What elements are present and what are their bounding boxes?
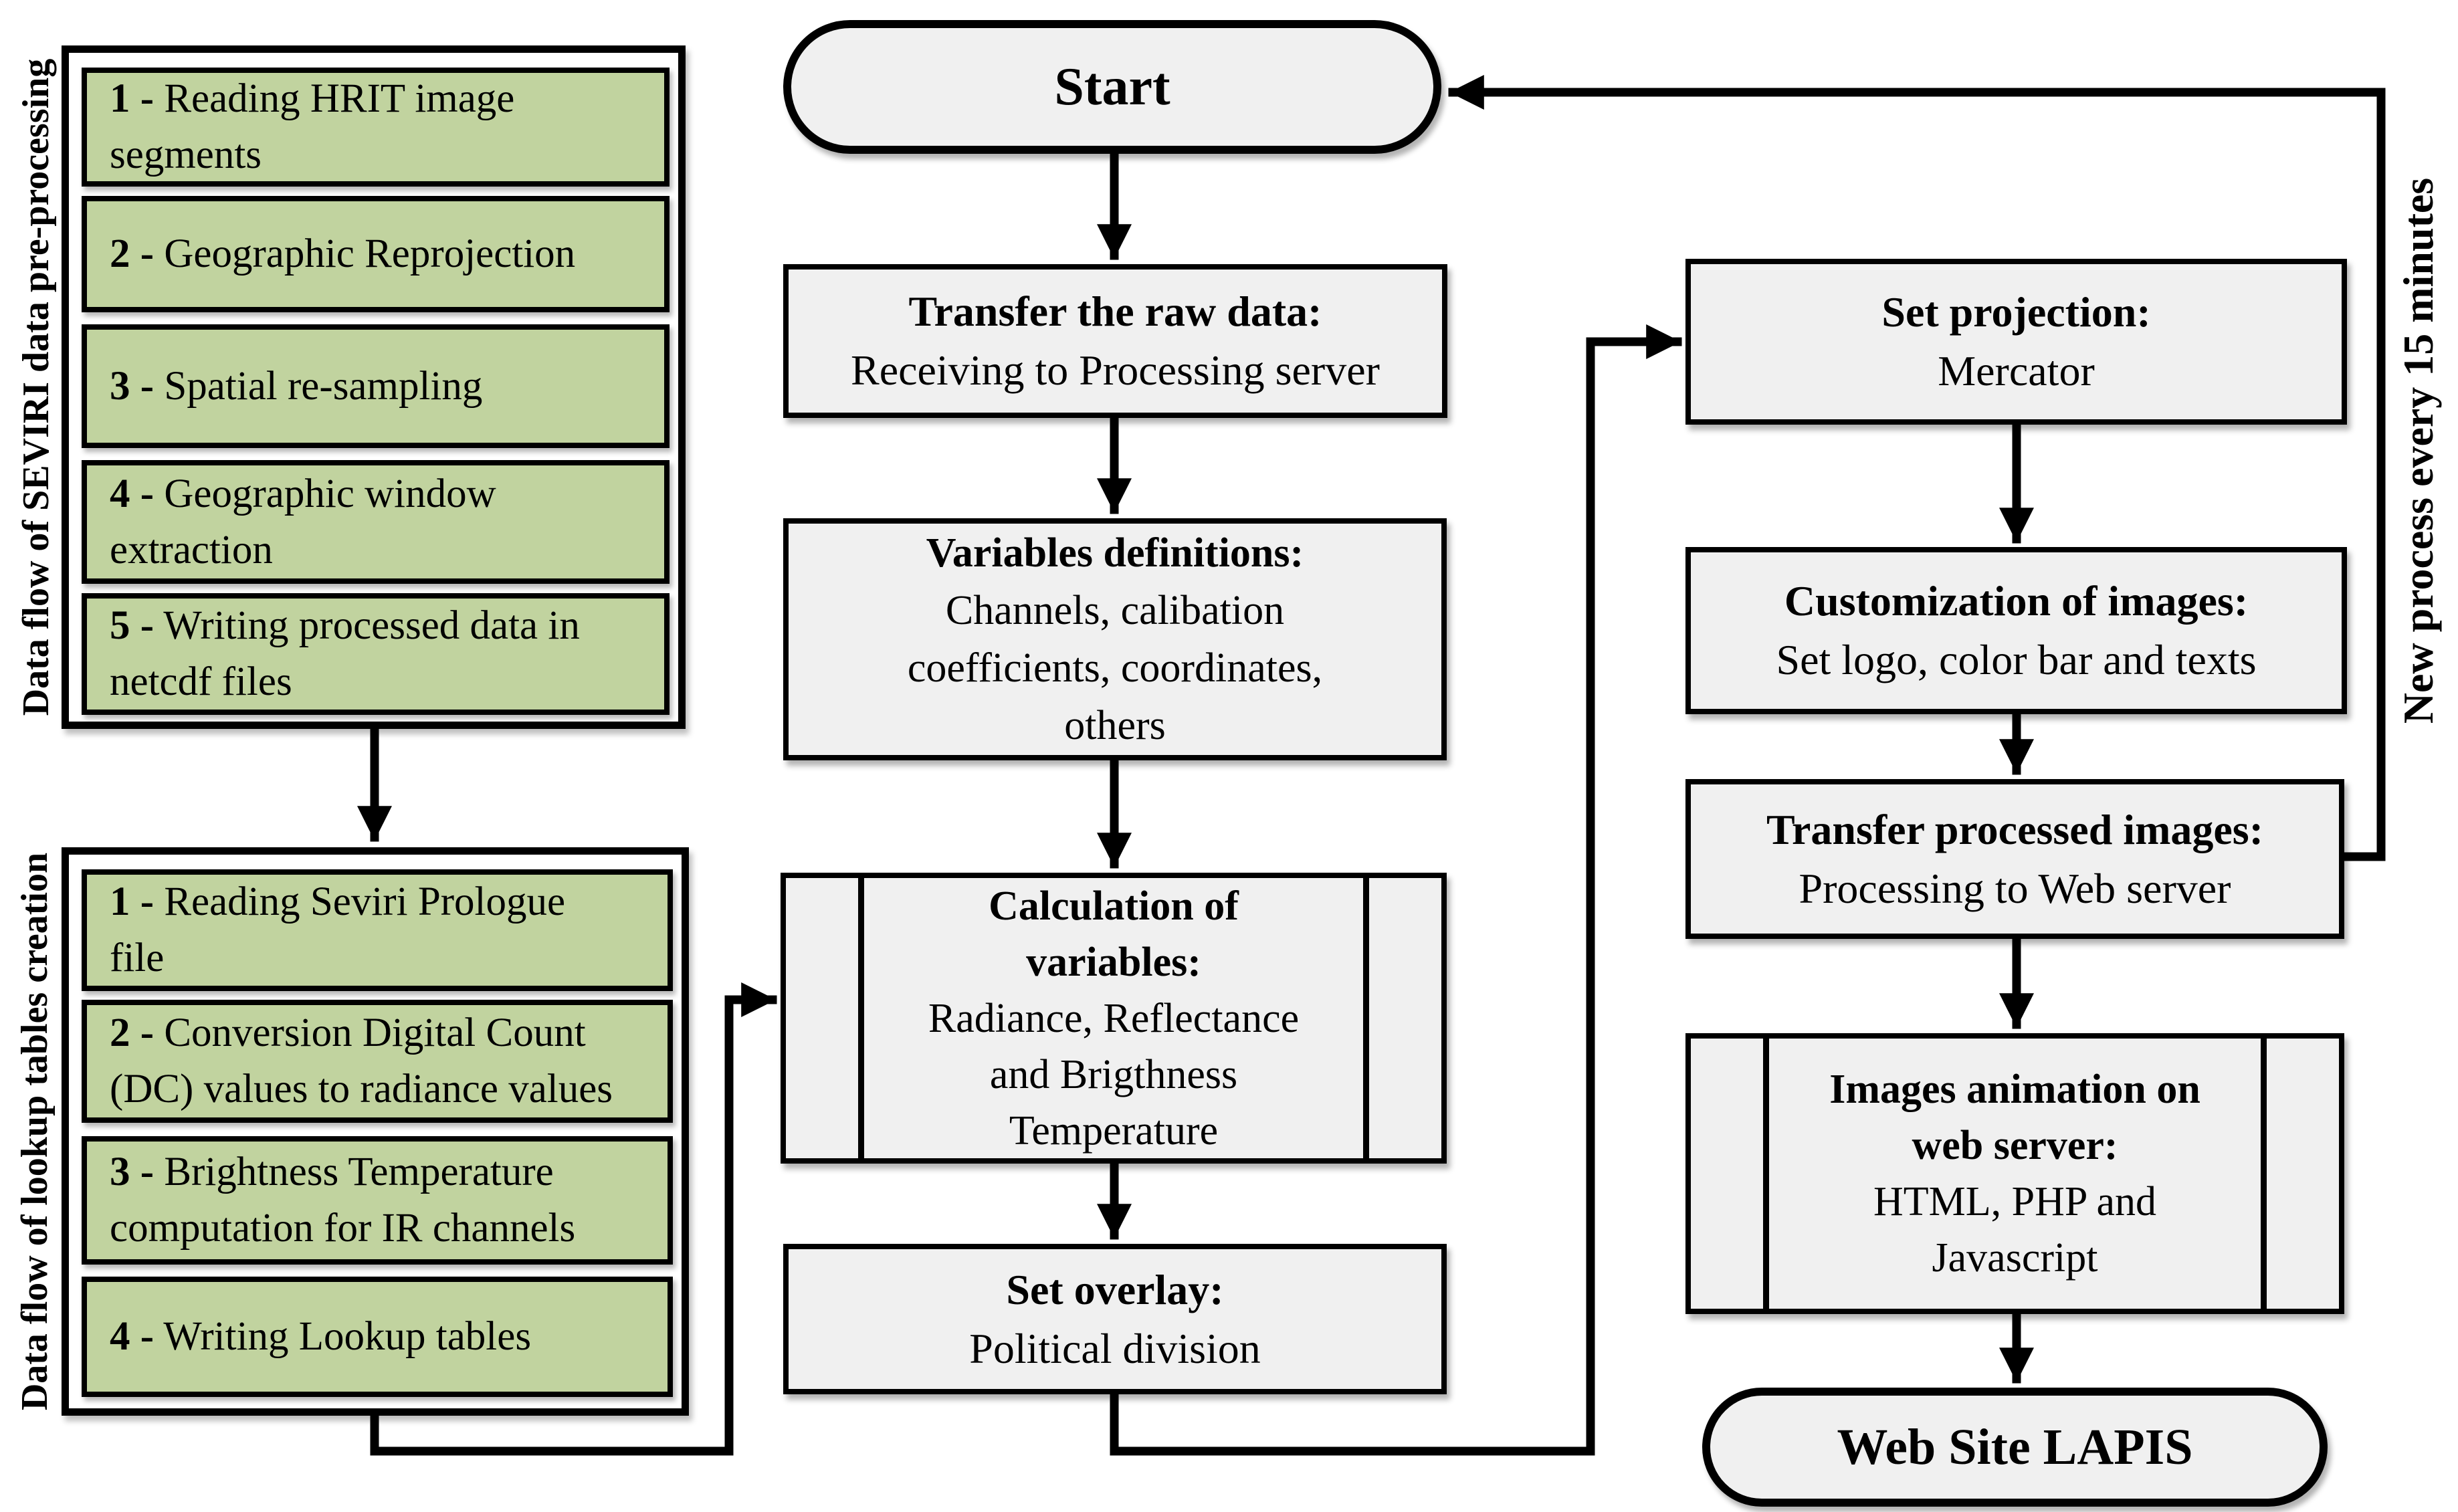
images-animation-box: Images animation on web server: HTML, PH…: [1685, 1033, 2344, 1314]
web-site-lapis-node: Web Site LAPIS: [1702, 1388, 2328, 1507]
list-item-spatial-resampling: 3 - Spatial re-sampling: [82, 324, 670, 448]
loop-interval-label: New process every 15 minutes: [2394, 177, 2442, 724]
transfer-raw-data-box: Transfer the raw data: Receiving to Proc…: [783, 264, 1447, 418]
edge-lookup-to-calculation-arrow: [370, 982, 777, 1456]
predefined-process-right-bar: [2261, 1039, 2267, 1309]
edge-set-overlay-to-set-projection-arrow: [1110, 324, 1682, 1456]
predefined-process-right-bar: [1363, 878, 1369, 1158]
edge-loop-to-start-arrow: [1448, 75, 2386, 861]
predefined-process-left-bar: [858, 878, 864, 1158]
seviri-group-label: Data flow of SEVIRI data pre-processing: [15, 58, 57, 716]
transfer-processed-images-box: Transfer processed images: Processing to…: [1685, 779, 2344, 939]
list-item-writing-lookup: 4 - Writing Lookup tables: [82, 1277, 673, 1397]
calculation-of-variables-box: Calculation of variables: Radiance, Refl…: [781, 873, 1447, 1164]
set-overlay-box: Set overlay: Political division: [783, 1244, 1447, 1394]
list-item-dc-conversion: 2 - Conversion Digital Count(DC) values …: [82, 1000, 673, 1123]
list-item-geographic-reprojection: 2 - Geographic Reprojection: [82, 196, 670, 312]
start-node: Start: [783, 20, 1441, 154]
variables-definitions-box: Variables definitions: Channels, calibat…: [783, 518, 1447, 760]
lookup-group-label: Data flow of lookup tables creation: [14, 852, 56, 1411]
set-projection-box: Set projection: Mercator: [1685, 259, 2347, 425]
customization-of-images-box: Customization of images: Set logo, color…: [1685, 547, 2347, 714]
predefined-process-left-bar: [1763, 1039, 1769, 1309]
